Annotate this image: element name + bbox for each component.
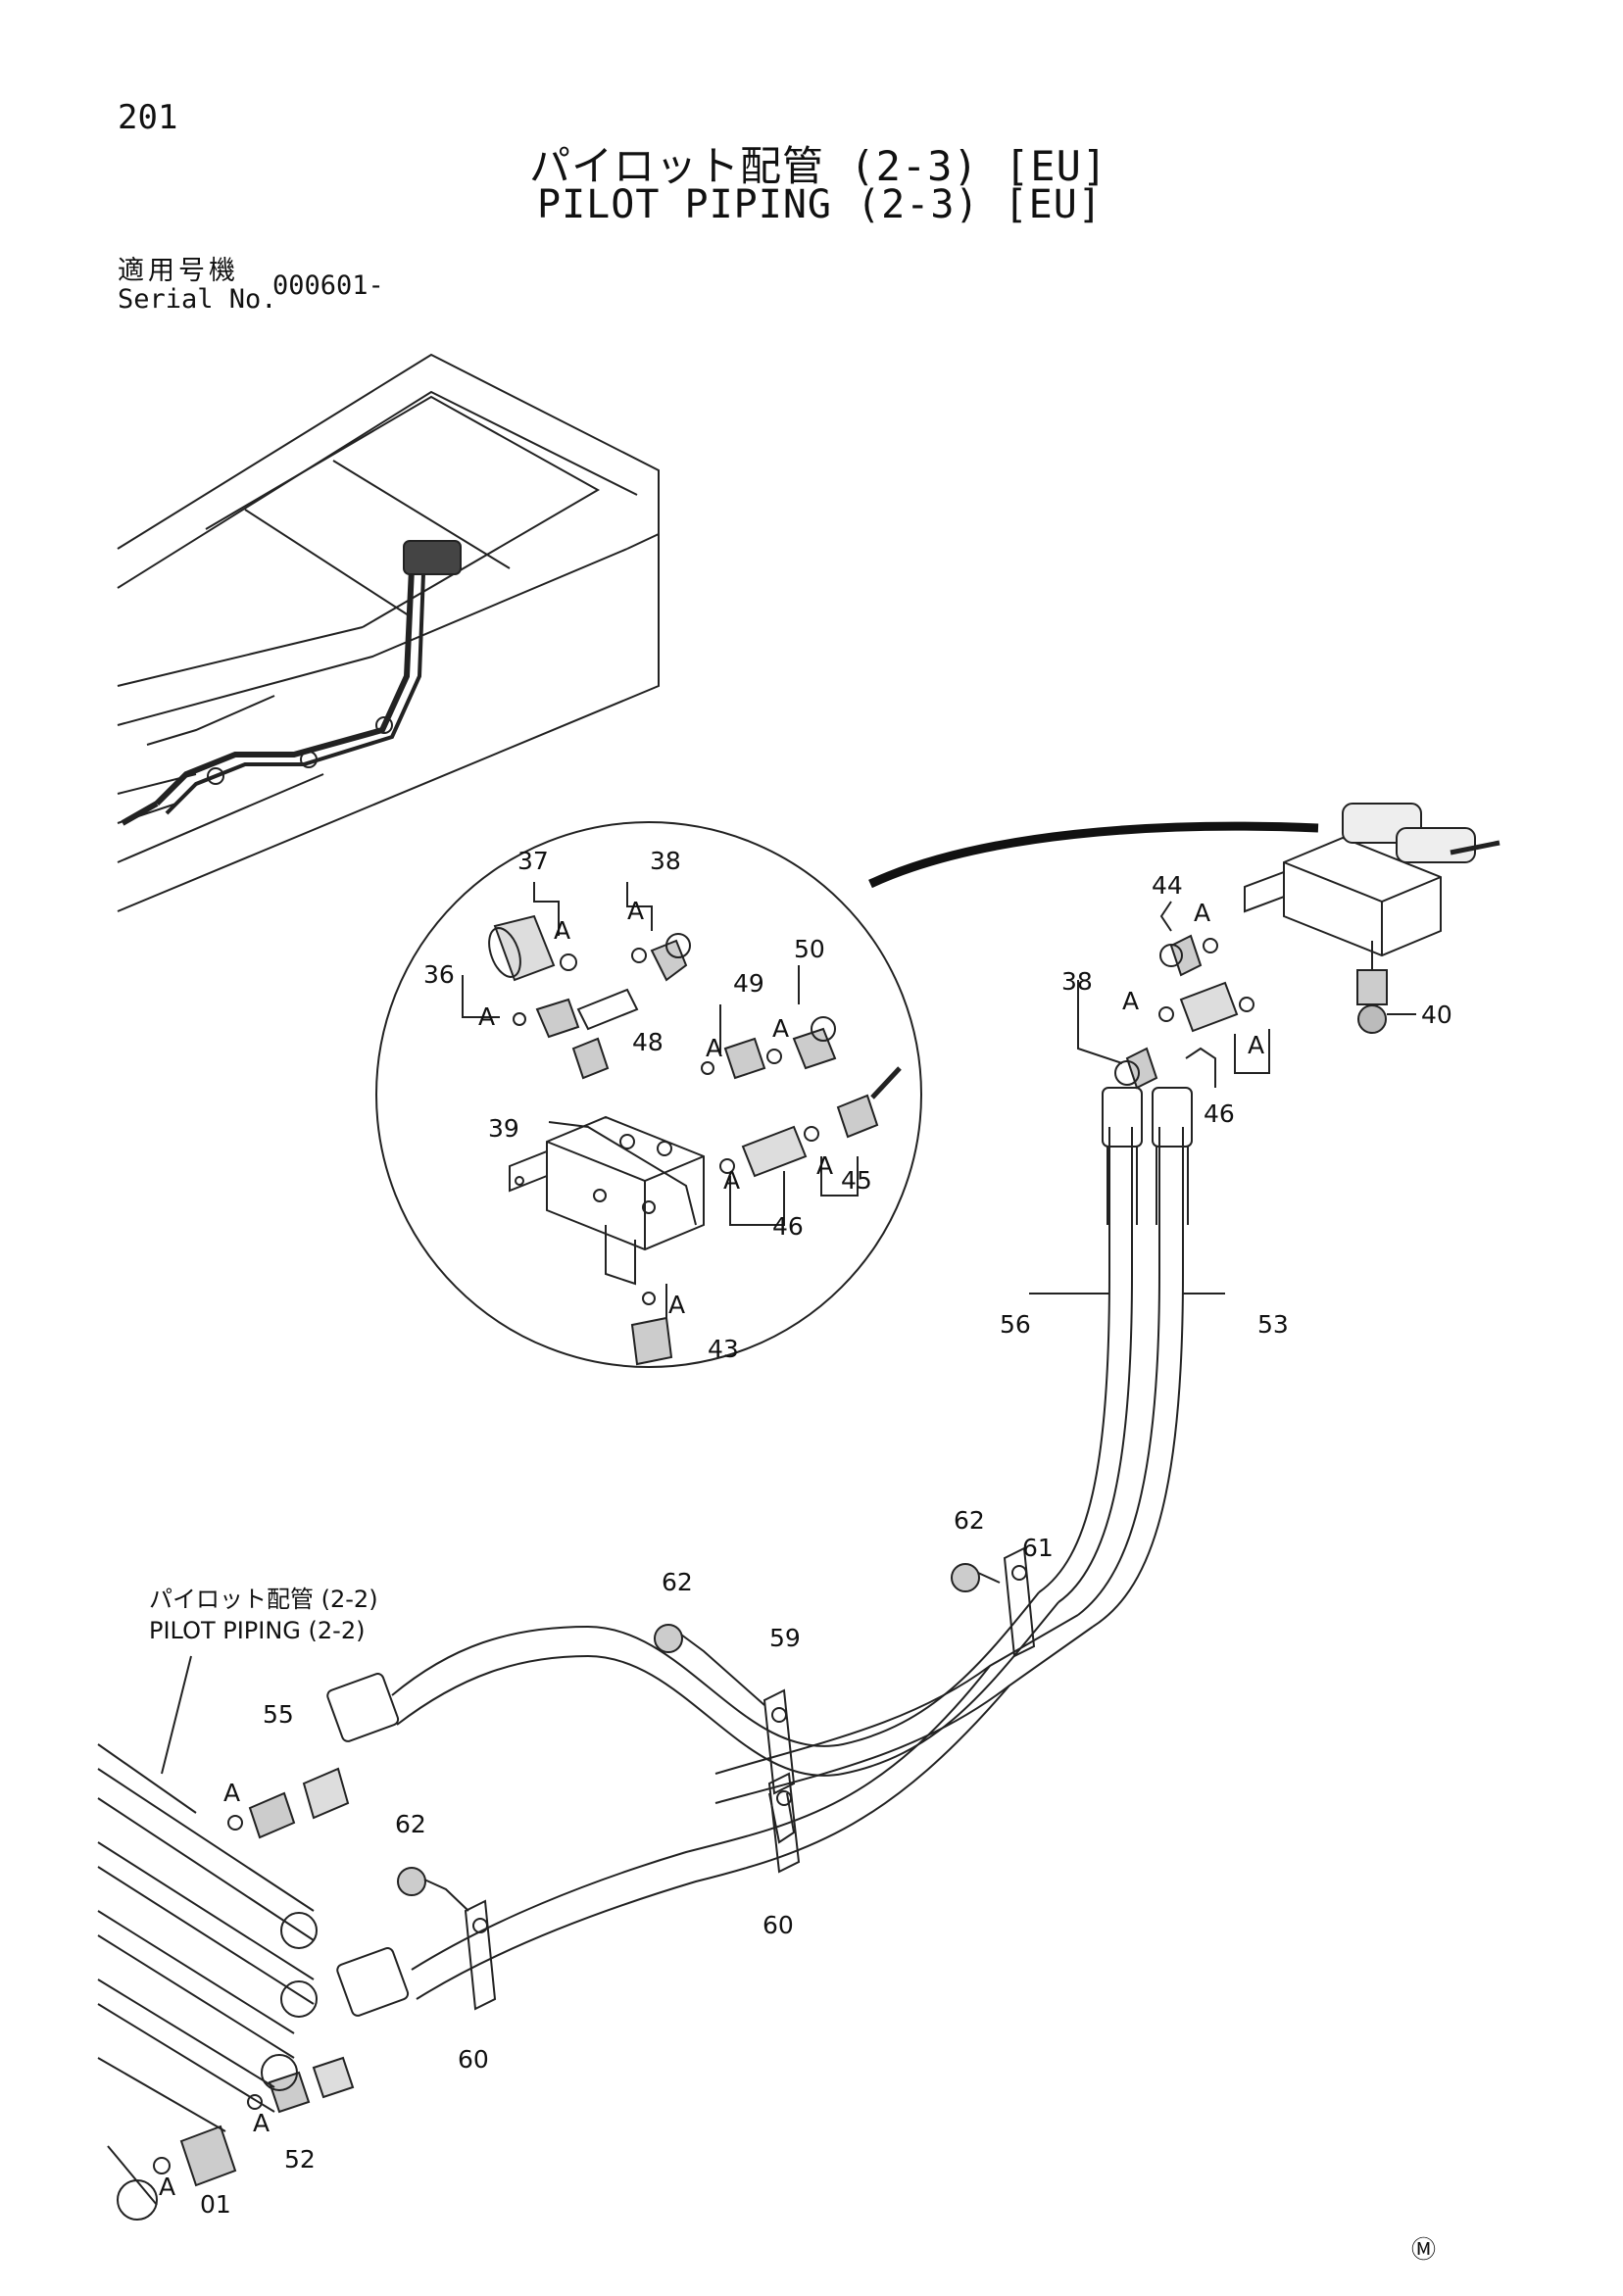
connection-mark-a: A bbox=[1248, 1031, 1264, 1059]
cooler-assembly bbox=[97, 1743, 318, 2206]
connection-marks: A A A A A A A A A A A A A A bbox=[159, 897, 1264, 2201]
connection-mark-a: A bbox=[668, 1291, 685, 1319]
part-label-62-b: 62 bbox=[662, 1568, 693, 1596]
clamps bbox=[464, 1546, 1036, 2011]
m-symbol-icon: Ⓜ bbox=[1411, 2235, 1436, 2264]
part-label-38-right: 38 bbox=[1061, 967, 1093, 996]
lower-hoses bbox=[326, 1591, 1094, 2017]
part-label-36: 36 bbox=[423, 960, 455, 989]
frame-overview-drawing bbox=[117, 353, 660, 912]
serial-label-japanese: 適用号機 bbox=[118, 256, 239, 286]
connection-mark-a: A bbox=[706, 1034, 722, 1062]
reference-leader bbox=[161, 1655, 192, 1775]
part-label-61: 61 bbox=[1022, 1534, 1054, 1562]
page-title-japanese: パイロット配管 (2-3) [EU] bbox=[529, 142, 1108, 190]
page-number: 201 bbox=[118, 98, 178, 137]
serial-label-english: Serial No. bbox=[118, 284, 277, 315]
hoses-56-53 bbox=[1038, 1087, 1193, 1628]
connection-mark-a: A bbox=[159, 2173, 175, 2201]
connection-mark-a: A bbox=[1194, 899, 1210, 927]
part-label-39: 39 bbox=[488, 1114, 519, 1143]
part-label-44: 44 bbox=[1152, 871, 1183, 900]
part-label-53: 53 bbox=[1257, 1310, 1289, 1339]
part-number-labels: 37 38 36 48 49 50 39 46 45 43 44 38 40 4… bbox=[200, 847, 1452, 2219]
part-label-01: 01 bbox=[200, 2190, 231, 2219]
part-label-40: 40 bbox=[1421, 1001, 1452, 1029]
part-label-60-b: 60 bbox=[458, 2045, 489, 2074]
connection-mark-a: A bbox=[253, 2109, 270, 2137]
connection-mark-a: A bbox=[723, 1166, 740, 1195]
part-label-37: 37 bbox=[517, 847, 549, 875]
page-title-english: PILOT PIPING (2-3) [EU] bbox=[537, 182, 1103, 227]
part-label-62-c: 62 bbox=[395, 1810, 426, 1838]
part-label-56: 56 bbox=[1000, 1310, 1031, 1339]
connection-mark-a: A bbox=[627, 897, 644, 925]
connection-mark-a: A bbox=[223, 1779, 240, 1807]
part-label-48: 48 bbox=[632, 1028, 664, 1056]
valve-block-39-detail bbox=[509, 1115, 705, 1286]
connection-mark-a: A bbox=[554, 916, 570, 945]
fittings-right bbox=[1077, 901, 1270, 1090]
bolts-62 bbox=[397, 1563, 1001, 1912]
part-label-50: 50 bbox=[794, 935, 825, 963]
lower-fittings bbox=[117, 1767, 355, 2221]
reference-note-japanese: パイロット配管 (2-2) bbox=[149, 1586, 378, 1613]
reference-note-english: PILOT PIPING (2-2) bbox=[149, 1617, 365, 1644]
part-label-49: 49 bbox=[733, 969, 764, 998]
connection-mark-a: A bbox=[478, 1002, 495, 1031]
part-label-62-a: 62 bbox=[954, 1506, 985, 1535]
valve-block-right bbox=[1244, 803, 1500, 1034]
connection-mark-a: A bbox=[1122, 987, 1139, 1015]
detail-magnifier-circle bbox=[375, 821, 922, 1368]
part-label-43: 43 bbox=[708, 1335, 739, 1363]
detail-fittings bbox=[462, 882, 902, 1366]
part-label-45: 45 bbox=[841, 1166, 872, 1195]
part-label-59: 59 bbox=[769, 1624, 801, 1652]
part-label-46-right: 46 bbox=[1204, 1099, 1235, 1128]
part-label-46: 46 bbox=[772, 1212, 804, 1241]
part-label-60-a: 60 bbox=[762, 1911, 794, 1939]
part-label-55: 55 bbox=[263, 1700, 294, 1729]
part-label-38: 38 bbox=[650, 847, 681, 875]
serial-number-value: 000601- bbox=[272, 270, 384, 301]
connection-mark-a: A bbox=[816, 1151, 833, 1180]
detail-leader-thick bbox=[868, 821, 1319, 889]
connection-mark-a: A bbox=[772, 1014, 789, 1043]
part-label-52: 52 bbox=[284, 2145, 316, 2174]
